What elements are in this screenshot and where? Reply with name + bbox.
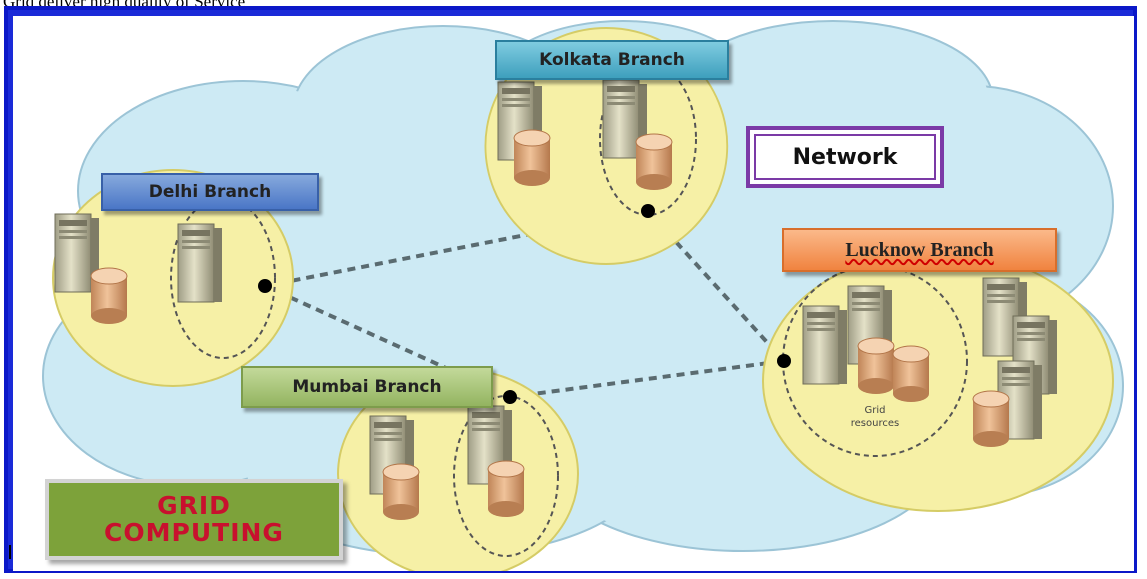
database-icon: [972, 390, 1010, 448]
database-icon: [382, 463, 420, 521]
mumbai-branch-label: Mumbai Branch: [241, 366, 493, 408]
lucknow-branch-label: Lucknow Branch: [782, 228, 1057, 272]
link-node-icon: [503, 390, 517, 404]
page-caption: Grid deliver high quality of Service: [3, 0, 245, 12]
grid-resources-label: Grid: [865, 405, 886, 416]
network-label-box: Network: [746, 126, 944, 188]
mumbai-node: [337, 368, 579, 571]
grid-computing-box: GRID COMPUTING: [45, 479, 343, 560]
database-icon: [892, 345, 930, 403]
database-icon: [635, 133, 673, 191]
database-icon: [857, 337, 895, 395]
database-icon: [487, 460, 525, 518]
grid-computing-line-2: COMPUTING: [104, 517, 284, 547]
delhi-branch-label: Delhi Branch: [101, 173, 319, 211]
lucknow-node: Grid resources: [762, 250, 1114, 512]
link-node-icon: [777, 354, 791, 368]
link-node-icon: [258, 279, 272, 293]
delhi-node: [52, 169, 294, 387]
diagram-canvas: Grid resources Kolkata Branch Delhi Bran…: [13, 16, 1134, 571]
link-node-icon: [641, 204, 655, 218]
lucknow-branch-text: Lucknow Branch: [845, 238, 994, 261]
server-icon: [177, 223, 223, 303]
database-icon: [513, 129, 551, 187]
network-label: Network: [754, 134, 936, 180]
database-icon: [90, 267, 128, 325]
grid-computing-line-1: GRID: [157, 491, 231, 521]
kolkata-branch-label: Kolkata Branch: [495, 40, 729, 80]
kolkata-node-circle: [484, 27, 729, 265]
text-cursor: [9, 545, 11, 559]
grid-resources-label: resources: [851, 418, 899, 429]
server-icon: [802, 305, 848, 385]
